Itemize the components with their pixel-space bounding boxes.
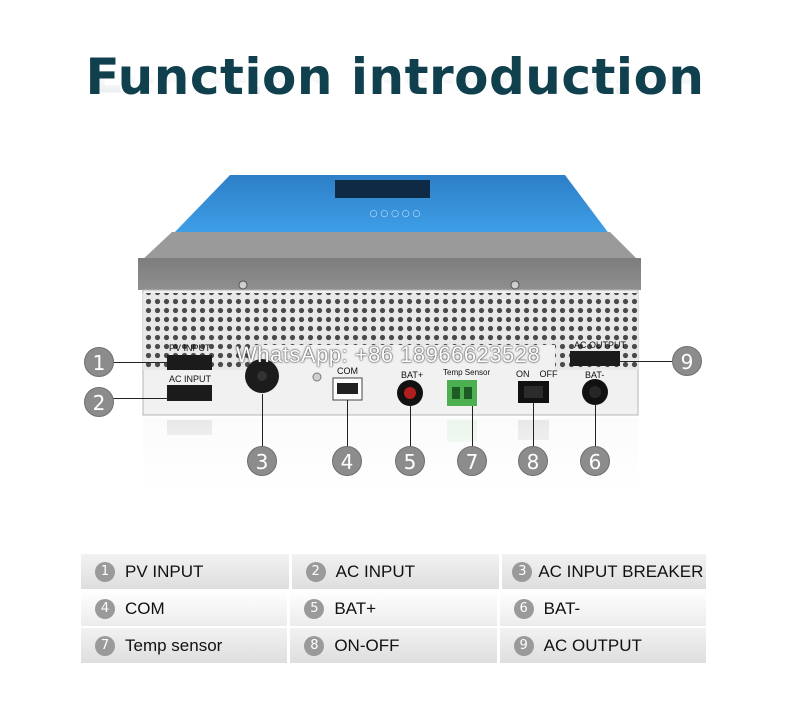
legend-number: 9 — [513, 635, 534, 656]
temp-sensor-connector — [447, 380, 477, 406]
lcd-screen — [335, 180, 430, 198]
legend-cell: 8 ON-OFF — [290, 628, 497, 663]
whatsapp-watermark: WhatsApp: +86 18966623528 — [236, 342, 541, 367]
pv-input-connector — [167, 355, 212, 370]
callout-9: 9 — [672, 346, 702, 376]
device-top — [172, 175, 610, 235]
page-title: Function introduction — [85, 48, 705, 106]
vent-holes — [143, 293, 638, 345]
legend-cell: 1 PV INPUT — [81, 554, 289, 589]
inverter-illustration: ○ ○ ○ ○ ○ — [138, 175, 645, 496]
label-pv-input: PV INPUT — [169, 343, 211, 353]
legend-number: 3 — [512, 561, 533, 582]
callout-7: 7 — [457, 446, 487, 476]
callout-line-8 — [533, 403, 534, 448]
callout-line-6 — [595, 405, 596, 448]
callout-line-2 — [113, 398, 168, 399]
callout-line-1 — [113, 362, 168, 363]
legend-row: 4 COM 5 BAT+ 6 BAT- — [81, 591, 706, 626]
legend-number: 6 — [513, 598, 534, 619]
label-bat-minus: BAT- — [585, 370, 605, 380]
label-temp-sensor: Temp Sensor — [443, 368, 491, 377]
legend-number: 8 — [304, 635, 325, 656]
legend-label: BAT- — [543, 598, 581, 618]
legend-number: 1 — [95, 561, 115, 582]
callout-line-4 — [347, 400, 348, 448]
legend-cell: 5 BAT+ — [290, 591, 497, 626]
legend-cell: 9 AC OUTPUT — [499, 628, 706, 663]
legend-number: 4 — [95, 598, 115, 619]
callout-line-7 — [472, 406, 473, 448]
callout-1: 1 — [84, 347, 114, 377]
label-on-off: ON OFF — [516, 369, 558, 379]
callout-6: 6 — [580, 446, 610, 476]
legend-label: Temp sensor — [125, 635, 223, 655]
label-com: COM — [337, 366, 358, 376]
callout-4: 4 — [332, 446, 362, 476]
callout-line-3 — [262, 394, 263, 448]
legend-number: 2 — [305, 561, 326, 582]
legend-label: AC INPUT BREAKER — [538, 561, 704, 581]
legend-label: ON-OFF — [334, 635, 400, 655]
ac-output-connector — [570, 351, 620, 366]
legend-cell: 6 BAT- — [499, 591, 706, 626]
legend-cell: 2 AC INPUT — [291, 554, 500, 589]
callout-5: 5 — [395, 446, 425, 476]
legend-row: 7 Temp sensor 8 ON-OFF 9 AC OUTPUT — [81, 628, 706, 663]
label-ac-output: AC OUTPUT — [574, 340, 627, 350]
label-bat-plus: BAT+ — [401, 370, 424, 380]
callout-2: 2 — [84, 387, 114, 417]
legend-cell: 7 Temp sensor — [81, 628, 288, 663]
callout-3: 3 — [247, 446, 277, 476]
label-ac-input: AC INPUT — [169, 374, 212, 384]
callout-8: 8 — [518, 446, 548, 476]
legend-number: 5 — [304, 598, 325, 619]
ac-input-connector — [167, 385, 212, 401]
legend-label: AC INPUT — [335, 561, 416, 581]
svg-text:○ ○ ○ ○ ○: ○ ○ ○ ○ ○ — [370, 209, 421, 219]
callout-line-5 — [410, 406, 411, 448]
legend-number: 7 — [95, 635, 115, 656]
legend-label: AC OUTPUT — [543, 635, 642, 655]
device-lid — [138, 258, 641, 290]
legend-label: PV INPUT — [125, 561, 204, 581]
legend-cell: 4 COM — [81, 591, 288, 626]
legend-label: BAT+ — [334, 598, 377, 618]
callout-line-9 — [620, 361, 672, 362]
legend-label: COM — [125, 598, 165, 618]
